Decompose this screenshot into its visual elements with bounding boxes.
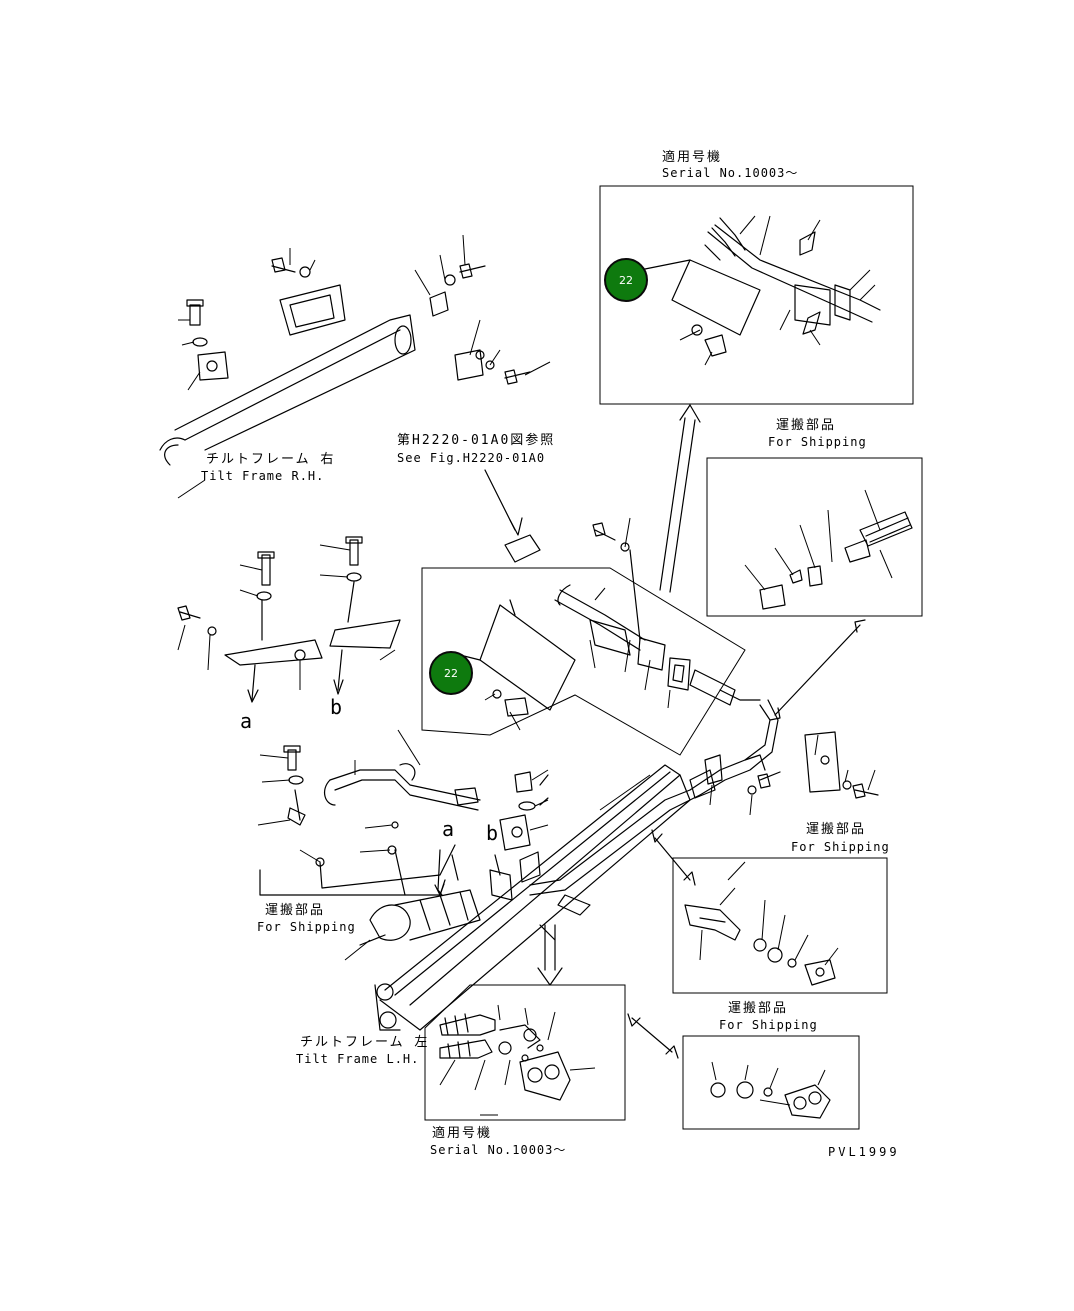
serial-inset-bottom	[424, 984, 626, 1121]
tilt-frame-rh-jp-label: チルトフレーム 右	[206, 452, 336, 467]
shipping-2-jp-label: 運搬部品	[806, 822, 867, 837]
ref-a-upper-label: a	[240, 709, 253, 733]
shipping-inset-3	[672, 857, 888, 994]
double-arrow-4	[627, 1013, 679, 1059]
shipping-1-en-label: For Shipping	[768, 435, 867, 449]
tilt-frame-lh	[257, 669, 879, 1031]
shipping-4-en-label: For Shipping	[719, 1018, 818, 1032]
shipping-2-en-label: For Shipping	[791, 840, 890, 854]
ref-b-upper-label: b	[330, 695, 343, 719]
ref-a-lower-label: a	[442, 817, 455, 841]
arrow-to-serial-top	[659, 404, 701, 593]
tilt-frame-lh-jp-label: チルトフレーム 左	[300, 1035, 430, 1050]
shipping-inset-1	[706, 457, 923, 617]
brackets-ab	[177, 536, 401, 703]
shipping-4-jp-label: 運搬部品	[728, 1001, 789, 1016]
tilt-frame-rh-en-label: Tilt Frame R.H.	[201, 469, 325, 483]
serial-bottom-en-label: Serial No.10003～	[430, 1143, 567, 1157]
shipping-3-jp-label: 運搬部品	[265, 903, 326, 918]
tilt-frame-rh	[159, 234, 551, 499]
shipping-1-jp-label: 運搬部品	[776, 418, 837, 433]
tilt-frame-lh-en-label: Tilt Frame L.H.	[296, 1052, 420, 1066]
see-fig-en-label: See Fig.H2220-01A0	[397, 451, 546, 465]
part-callout-22-middle[interactable]: 22	[429, 651, 473, 695]
serial-bottom-jp-label: 適用号機	[432, 1126, 493, 1141]
arrow-to-serial-bottom	[537, 924, 563, 986]
serial-inset-top	[599, 185, 914, 405]
ref-b-lower-label: b	[486, 821, 499, 845]
serial-top-en-label: Serial No.10003～	[662, 166, 799, 180]
shipping-inset-4	[682, 1035, 860, 1130]
serial-top-jp-label: 適用号機	[662, 150, 723, 165]
part-callout-22-top[interactable]: 22	[604, 258, 648, 302]
double-arrow-1	[769, 619, 866, 721]
see-fig-inset	[421, 469, 746, 756]
see-fig-jp-label: 第H2220-01A0図参照	[397, 433, 556, 448]
drawing-code-label: PVL1999	[828, 1145, 900, 1159]
shipping-3-en-label: For Shipping	[257, 920, 356, 934]
